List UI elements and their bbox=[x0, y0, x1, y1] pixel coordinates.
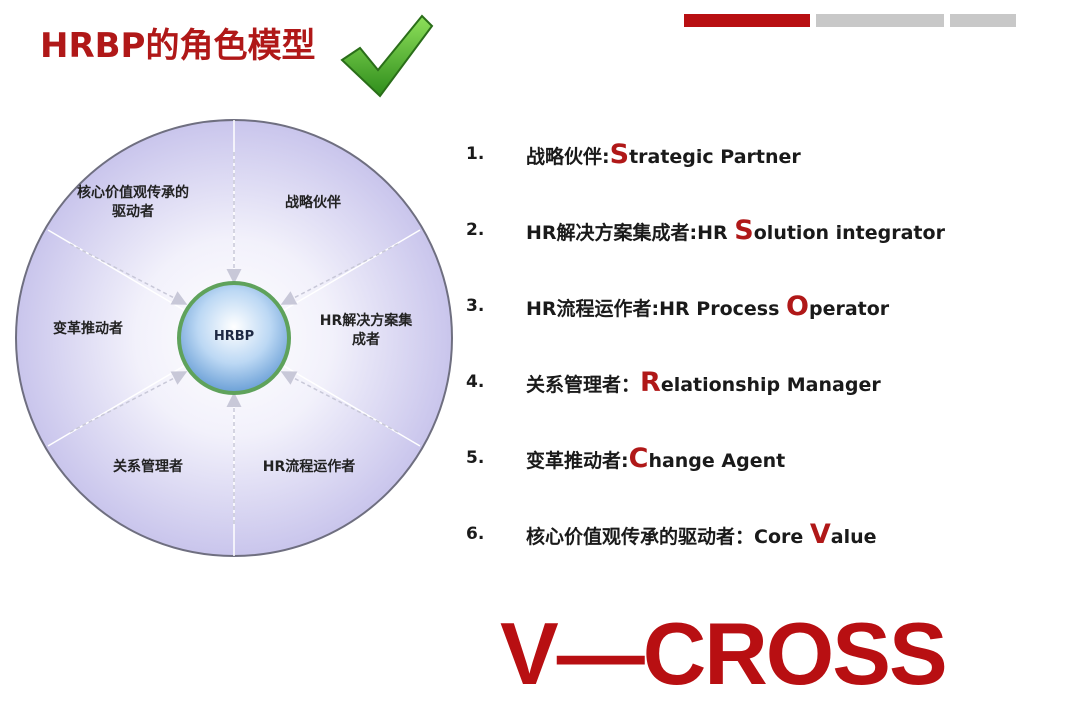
progress-segment-active bbox=[684, 14, 810, 27]
hub-label: HRBP bbox=[213, 329, 255, 344]
role-item-1: 1. 战略伙伴:Strategic Partner bbox=[462, 132, 801, 176]
role-initial: S bbox=[609, 138, 630, 170]
progress-segment bbox=[950, 14, 1016, 27]
role-english: elationship Manager bbox=[660, 373, 881, 396]
role-english: perator bbox=[808, 297, 890, 320]
role-number: 4. bbox=[466, 372, 485, 392]
role-english: alue bbox=[830, 525, 877, 548]
role-number: 6. bbox=[466, 524, 485, 544]
role-number: 2. bbox=[466, 220, 485, 240]
role-chinese: 关系管理者： bbox=[526, 373, 641, 396]
v-cross-heading: V—CROSS bbox=[500, 604, 948, 703]
page-title: HRBP的角色模型 bbox=[40, 26, 316, 66]
role-initial: C bbox=[628, 442, 649, 474]
role-chinese: HR解决方案集成者: bbox=[526, 221, 698, 244]
wheel-arrows bbox=[69, 152, 399, 524]
role-initial: R bbox=[640, 366, 661, 398]
role-number: 1. bbox=[466, 144, 485, 164]
role-chinese: 变革推动者: bbox=[526, 449, 629, 472]
wheel-segment-label: 变革推动者 bbox=[53, 321, 123, 337]
role-prefix: HR Process bbox=[659, 297, 787, 320]
role-item-3: 3. HR流程运作者:HR Process Operator bbox=[462, 284, 889, 328]
checkmark-icon bbox=[340, 14, 434, 98]
wheel-segment-label: HR解决方案集成者 bbox=[319, 313, 413, 348]
progress-segment bbox=[816, 14, 944, 27]
hrbp-hub bbox=[177, 281, 291, 395]
role-item-4: 4. 关系管理者：Relationship Manager bbox=[462, 360, 881, 404]
role-item-5: 5. 变革推动者:Change Agent bbox=[462, 436, 785, 480]
role-chinese: 核心价值观传承的驱动者： bbox=[526, 525, 755, 548]
slide-progress-bar bbox=[684, 14, 1016, 28]
role-item-2: 2. HR解决方案集成者:HR Solution integrator bbox=[462, 208, 945, 252]
role-english: olution integrator bbox=[753, 221, 945, 244]
role-chinese: HR流程运作者: bbox=[526, 297, 660, 320]
role-number: 5. bbox=[466, 448, 485, 468]
role-initial: S bbox=[734, 214, 754, 246]
role-prefix: HR bbox=[697, 221, 735, 244]
role-english: trategic Partner bbox=[629, 145, 801, 168]
role-english: hange Agent bbox=[648, 449, 786, 472]
role-wheel-diagram: HRBP 核心价值观传承的驱动者 战略伙伴 HR解决方案集成者 HR流程运作者 … bbox=[8, 112, 460, 564]
role-initial: O bbox=[786, 290, 809, 322]
wheel-segment-label: 战略伙伴 bbox=[285, 195, 341, 211]
role-prefix: Core bbox=[754, 525, 810, 548]
role-chinese: 战略伙伴: bbox=[526, 145, 610, 168]
role-number: 3. bbox=[466, 296, 485, 316]
wheel-segment-label: HR流程运作者 bbox=[262, 459, 356, 475]
wheel-segment-label: 关系管理者 bbox=[113, 459, 183, 475]
role-item-6: 6. 核心价值观传承的驱动者：Core Value bbox=[462, 512, 877, 556]
role-initial: V bbox=[809, 518, 831, 550]
wheel-segment-label: 核心价值观传承的驱动者 bbox=[77, 185, 189, 220]
